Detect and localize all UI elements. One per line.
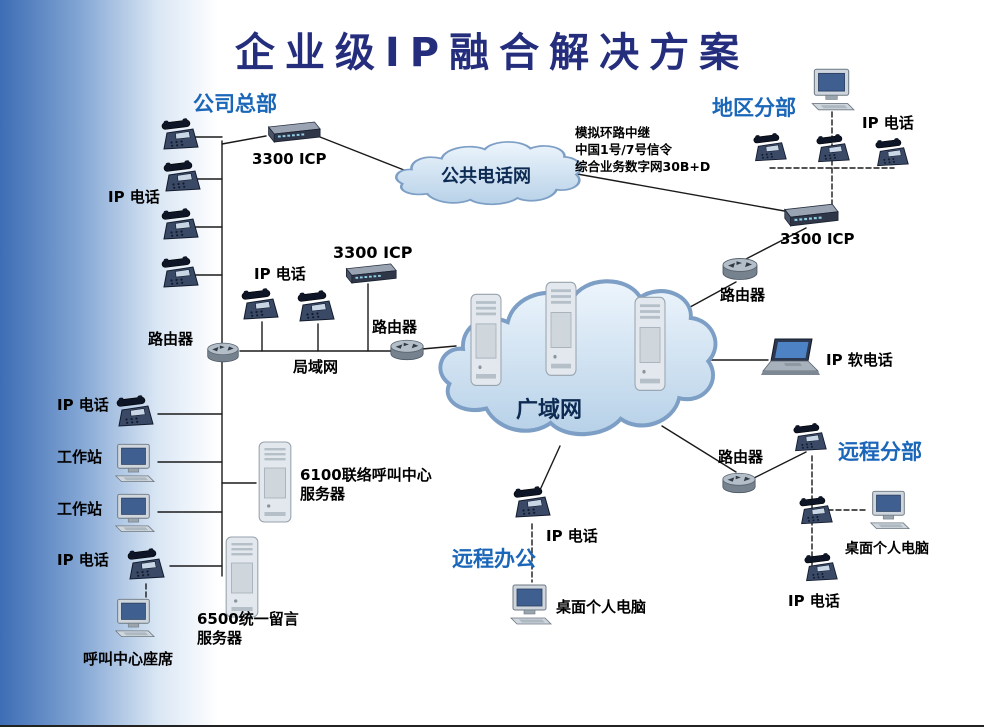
section-remote-office-label: 远程办公 — [452, 547, 536, 571]
trunk-note-line2: 中国1号/7号信令 — [575, 142, 672, 157]
lan-3300-icp-icon — [340, 262, 398, 285]
regional-3300-icp-label: 3300 ICP — [780, 230, 855, 248]
server-6500-icon — [223, 535, 261, 621]
trunk-note-line1: 模拟环路中继 — [575, 125, 651, 140]
mid-ip-phone-label: IP 电话 — [57, 396, 109, 414]
hq-ip-phone-4-icon — [160, 256, 200, 292]
workstation-1-icon — [110, 441, 156, 484]
pstn-cloud-label: 公共电话网 — [441, 166, 531, 187]
wan-server-2-icon — [543, 280, 579, 380]
lan-ip-phone-2-icon — [296, 290, 336, 326]
page-title: 企业级IP融合解决方案 — [234, 30, 750, 76]
remote-router-label: 路由器 — [718, 448, 764, 466]
softphone-laptop-icon — [760, 336, 822, 380]
section-hq-label: 公司总部 — [193, 92, 277, 116]
lan-3300-icp-label: 3300 ICP — [333, 243, 413, 262]
hq-router-icon — [205, 340, 241, 365]
regional-ip-phone-1-icon — [752, 132, 788, 166]
office-desktop-icon — [505, 582, 553, 626]
lan-router-label: 路由器 — [372, 318, 418, 336]
remote-desktop-icon — [865, 488, 911, 531]
server-6500-label-line1: 6500统一留言 — [197, 610, 299, 628]
workstation-1-label: 工作站 — [57, 448, 103, 466]
server-6100-label-line2: 服务器 — [300, 485, 346, 503]
regional-ip-phone-2-icon — [815, 133, 851, 167]
agent-desktop-icon — [110, 596, 156, 639]
wan-server-3-icon — [632, 295, 668, 395]
hq-ip-phone-1-icon — [160, 118, 200, 154]
agent-seat-label: 呼叫中心座席 — [83, 650, 174, 668]
office-ip-phone-label: IP 电话 — [546, 527, 598, 545]
lan-ip-phone-label: IP 电话 — [254, 265, 306, 283]
regional-router-icon — [720, 255, 760, 283]
mid-ip-phone-icon — [115, 395, 155, 431]
remote-ip-phone-2-icon — [798, 495, 834, 529]
wan-cloud-label: 广域网 — [516, 398, 583, 423]
regional-3300-icp-icon — [778, 202, 840, 228]
lan-ip-phone-1-icon — [240, 288, 280, 324]
regional-ip-phone-label: IP 电话 — [862, 114, 914, 132]
low-ip-phone-icon — [126, 548, 166, 584]
server-6100-icon — [256, 440, 294, 526]
lan-label: 局域网 — [293, 358, 339, 376]
hq-ip-phone-2-icon — [162, 160, 202, 196]
low-ip-phone-label: IP 电话 — [57, 551, 109, 569]
regional-desktop-icon — [806, 66, 856, 112]
remote-ip-phone-label: IP 电话 — [788, 592, 840, 610]
regional-ip-phone-3-icon — [874, 137, 910, 171]
section-regional-label: 地区分部 — [712, 96, 796, 120]
pstn-cloud-shape — [395, 141, 583, 206]
hq-router-label: 路由器 — [148, 330, 194, 348]
server-6100-label-line1: 6100联络呼叫中心 — [300, 466, 432, 484]
hq-3300-icp-label: 3300 ICP — [252, 150, 327, 168]
hq-ip-phone-3-icon — [160, 208, 200, 244]
workstation-2-icon — [110, 491, 156, 534]
regional-router-label: 路由器 — [720, 286, 766, 304]
section-remote-branch-label: 远程分部 — [838, 440, 922, 464]
wan-server-1-icon — [468, 292, 504, 390]
office-ip-phone-icon — [512, 486, 552, 522]
left-gradient-band — [0, 0, 218, 725]
trunk-note-line3: 综合业务数字网30B+D — [575, 159, 711, 174]
server-6500-label-line2: 服务器 — [197, 629, 243, 647]
remote-desktop-label: 桌面个人电脑 — [845, 541, 929, 557]
workstation-2-label: 工作站 — [57, 500, 103, 518]
remote-router-icon — [720, 470, 758, 496]
softphone-label: IP 软电话 — [826, 351, 893, 369]
hq-3300-icp-icon — [262, 120, 322, 144]
hq-ip-phone-label: IP 电话 — [108, 188, 160, 206]
remote-ip-phone-1-icon — [792, 422, 828, 456]
remote-ip-phone-3-icon — [803, 552, 839, 586]
pstn-cloud — [388, 130, 584, 214]
office-desktop-label: 桌面个人电脑 — [556, 598, 647, 616]
lan-router-icon — [388, 337, 426, 363]
trunk-note: 模拟环路中继 中国1号/7号信令 综合业务数字网30B+D — [575, 124, 710, 175]
